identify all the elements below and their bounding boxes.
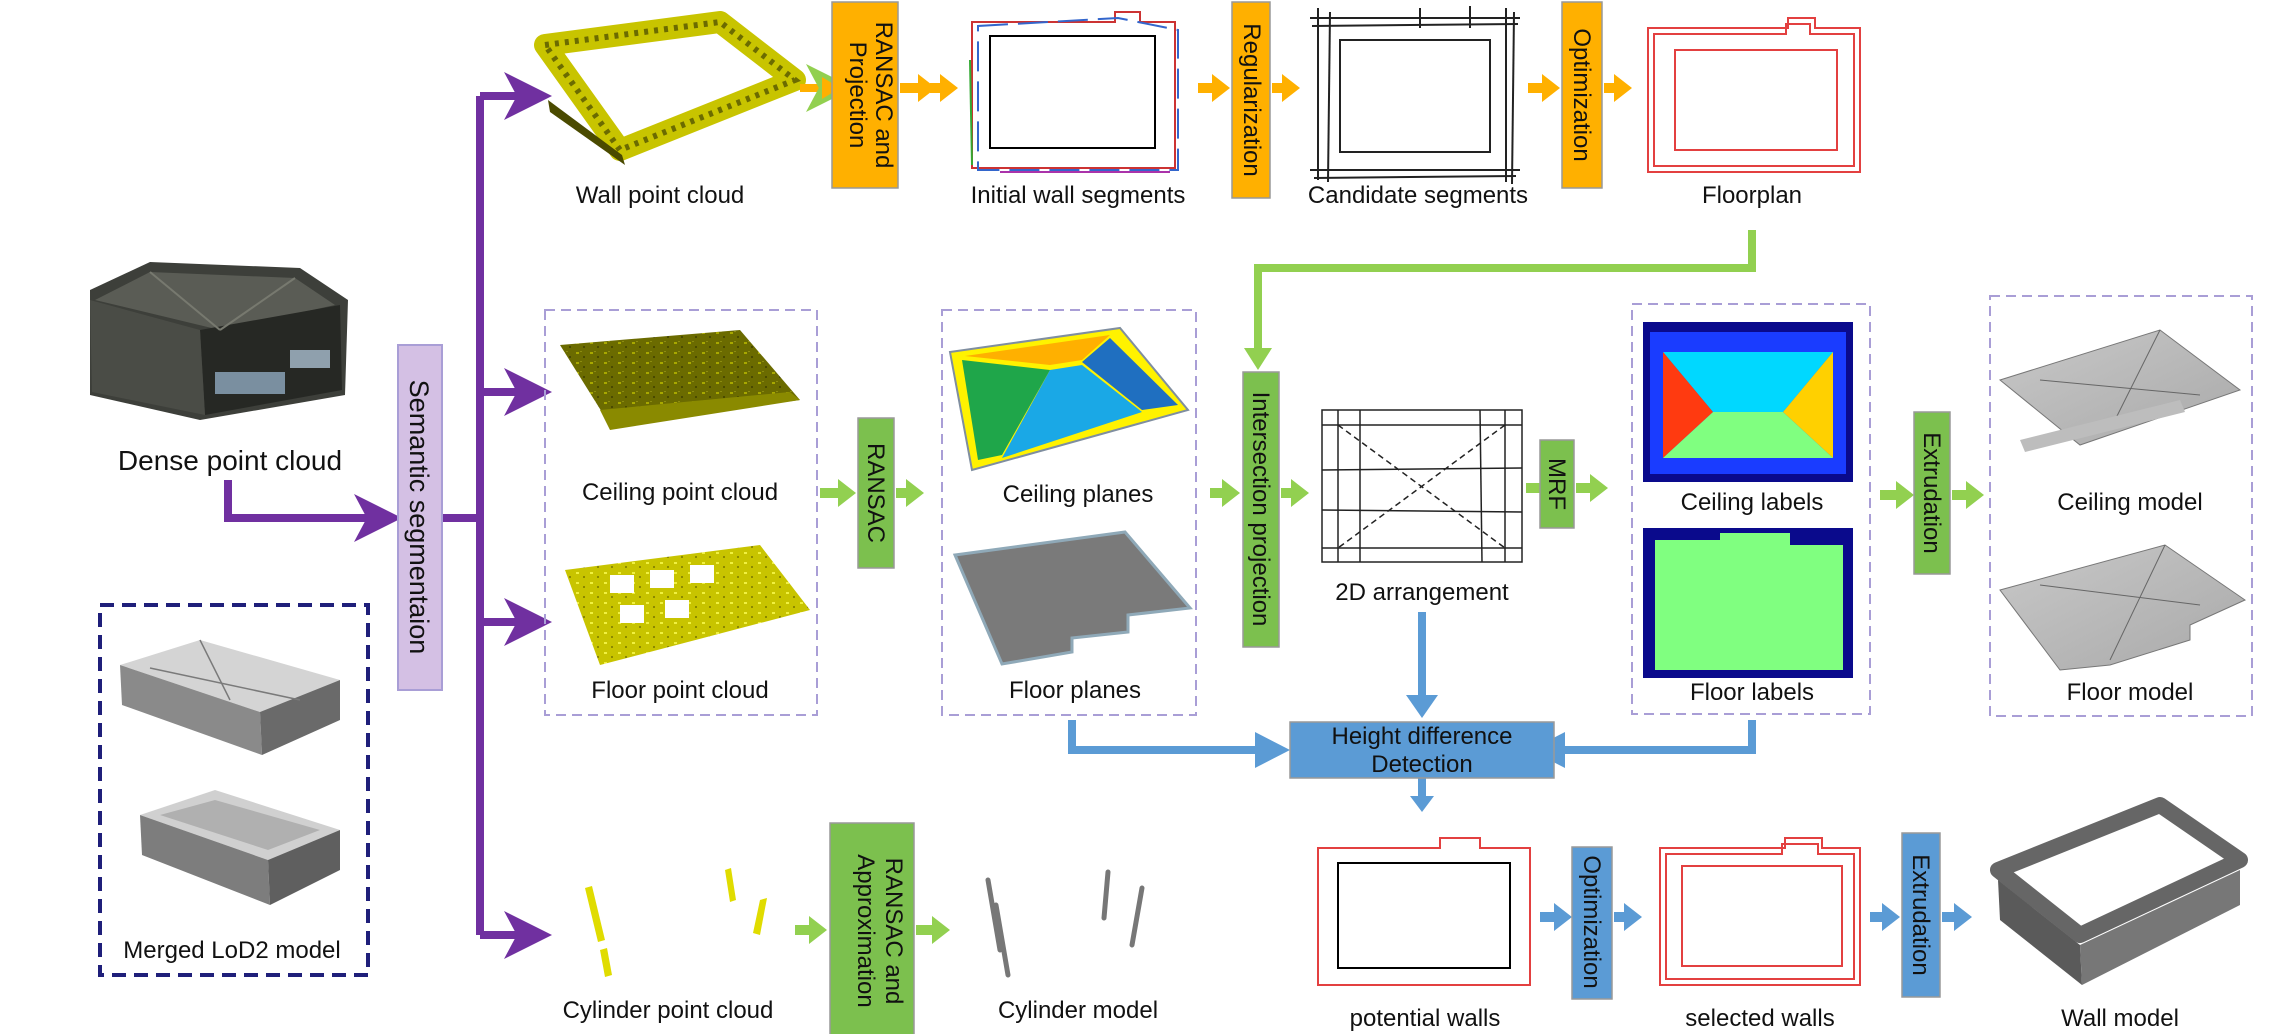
arrows-blue-opt-out	[1614, 903, 1642, 931]
dense-point-cloud-image	[90, 262, 348, 420]
dense-point-cloud-label: Dense point cloud	[118, 445, 342, 476]
semantic-segmentation-box	[397, 344, 443, 691]
ransac-box	[857, 417, 895, 569]
floor-point-cloud-image	[565, 545, 810, 665]
labels-group-frame	[1631, 303, 1871, 715]
arrows-green-extrude-in	[1880, 481, 1914, 509]
ransac-label: RANSAC	[862, 443, 889, 543]
purple-connectors	[224, 72, 552, 959]
floor-point-cloud-label: Floor point cloud	[591, 677, 768, 704]
ransac-projection-box	[831, 1, 899, 189]
arrangement-2d-image	[1321, 409, 1523, 563]
blue-connectors	[1068, 612, 1756, 800]
cylinder-point-cloud-image	[585, 868, 767, 977]
optimization-top-box	[1561, 1, 1603, 189]
models-group-frame	[1989, 295, 2253, 717]
optimization-blue-box	[1571, 846, 1613, 1000]
floor-planes-label: Floor planes	[1009, 677, 1141, 704]
arrows-orange-4	[1272, 74, 1300, 102]
arrows-blue-ext-in	[1870, 903, 1900, 931]
merged-lod2-frame	[98, 603, 370, 977]
ransac-projection-line1: RANSAC and	[870, 22, 897, 169]
ceiling-planes-label: Ceiling planes	[1003, 481, 1154, 508]
arrows-green-ransac	[820, 479, 856, 507]
optimization-blue-label: Optimization	[1578, 855, 1605, 988]
height-difference-line1: Height difference	[1331, 723, 1512, 750]
floor-model-image	[1999, 544, 2247, 671]
intersection-projection-box	[1242, 371, 1280, 648]
wall-model-label: Wall model	[2061, 1005, 2179, 1032]
ransac-projection-line2: Projection	[844, 42, 871, 149]
arrow-floorplan-to-intersection	[1254, 230, 1756, 350]
arrows-orange-5	[1528, 74, 1560, 102]
arrows-green-intersection-in	[1210, 479, 1240, 507]
height-difference-line2: Detection	[1371, 751, 1472, 778]
arrows-blue-opt-in	[1540, 903, 1572, 931]
ransac-approximation-line2: Approximation	[852, 854, 879, 1007]
floor-model-label: Floor model	[2067, 679, 2194, 706]
planes-group-frame	[941, 309, 1197, 716]
merged-lod2-image	[120, 639, 340, 905]
extrudation-green-box	[1913, 411, 1951, 575]
extrudation-green-label: Extrudation	[1918, 432, 1945, 553]
ransac-approximation-box	[829, 822, 915, 1034]
height-difference-box	[1289, 721, 1555, 779]
ceiling-model-image	[1998, 329, 2242, 452]
wall-point-cloud-image	[534, 11, 806, 165]
point-cloud-group-frame	[544, 309, 818, 716]
candidate-segments-image	[1310, 6, 1520, 185]
arrows-orange-6	[1604, 74, 1632, 102]
cylinder-point-cloud-label: Cylinder point cloud	[563, 997, 774, 1024]
arrows-green-cyl-out	[916, 916, 950, 944]
cylinder-model-image	[985, 869, 1145, 978]
ceiling-labels-image	[1643, 322, 1853, 482]
potential-walls-image	[1317, 837, 1531, 986]
floor-planes-image	[952, 530, 1193, 666]
initial-wall-segments-image	[969, 11, 1179, 173]
arrows-green-ransac-out	[896, 479, 924, 507]
arrowhead-green-down	[1244, 348, 1272, 370]
arrows-blue-ext-out	[1942, 903, 1972, 931]
extrudation-blue-box	[1901, 832, 1941, 998]
arrows-orange-2	[900, 74, 958, 102]
arrows-green-mrf-in	[1526, 483, 1540, 493]
wall-model-image	[1990, 797, 2248, 985]
floorplan-image	[1647, 17, 1861, 173]
selected-walls-image	[1659, 837, 1861, 986]
semantic-segmentation-label: Semantic segmentaion	[404, 380, 434, 655]
cylinder-model-label: Cylinder model	[998, 997, 1158, 1024]
floorplan-label: Floorplan	[1702, 182, 1802, 209]
arrows-green-intersection-out	[1281, 479, 1309, 507]
arrangement-2d-label: 2D arrangement	[1335, 579, 1509, 606]
initial-wall-segments-label: Initial wall segments	[971, 182, 1186, 209]
ceiling-point-cloud-image	[560, 330, 800, 430]
potential-walls-label: potential walls	[1350, 1005, 1501, 1032]
arrows-green-mrf-out	[1576, 474, 1608, 502]
mrf-box	[1539, 439, 1575, 529]
regularization-box	[1231, 1, 1271, 199]
arrows-green-extrude-out	[1952, 481, 1984, 509]
ceiling-planes-image	[948, 326, 1190, 472]
regularization-label: Regularization	[1238, 23, 1265, 176]
optimization-top-label: Optimization	[1568, 28, 1595, 161]
wall-point-cloud-label: Wall point cloud	[576, 182, 745, 209]
merged-lod2-label: Merged LoD2 model	[123, 937, 340, 964]
mrf-label: MRF	[1543, 458, 1570, 510]
arrowhead-orange-1	[822, 77, 840, 99]
ceiling-labels-label: Ceiling labels	[1681, 489, 1824, 516]
selected-walls-label: selected walls	[1685, 1005, 1834, 1032]
arrows-orange-3	[1198, 74, 1230, 102]
ceiling-model-label: Ceiling model	[2057, 489, 2202, 516]
arrows-green-cyl-in	[795, 916, 827, 944]
ransac-approximation-line1: RANSAC and	[880, 858, 907, 1005]
extrudation-blue-label: Extrudation	[1907, 854, 1934, 975]
floor-labels-image	[1643, 528, 1853, 678]
ceiling-point-cloud-label: Ceiling point cloud	[582, 479, 778, 506]
candidate-segments-label: Candidate segments	[1308, 182, 1528, 209]
floor-labels-label: Floor labels	[1690, 679, 1814, 706]
intersection-projection-label: Intersection projection	[1247, 392, 1274, 627]
